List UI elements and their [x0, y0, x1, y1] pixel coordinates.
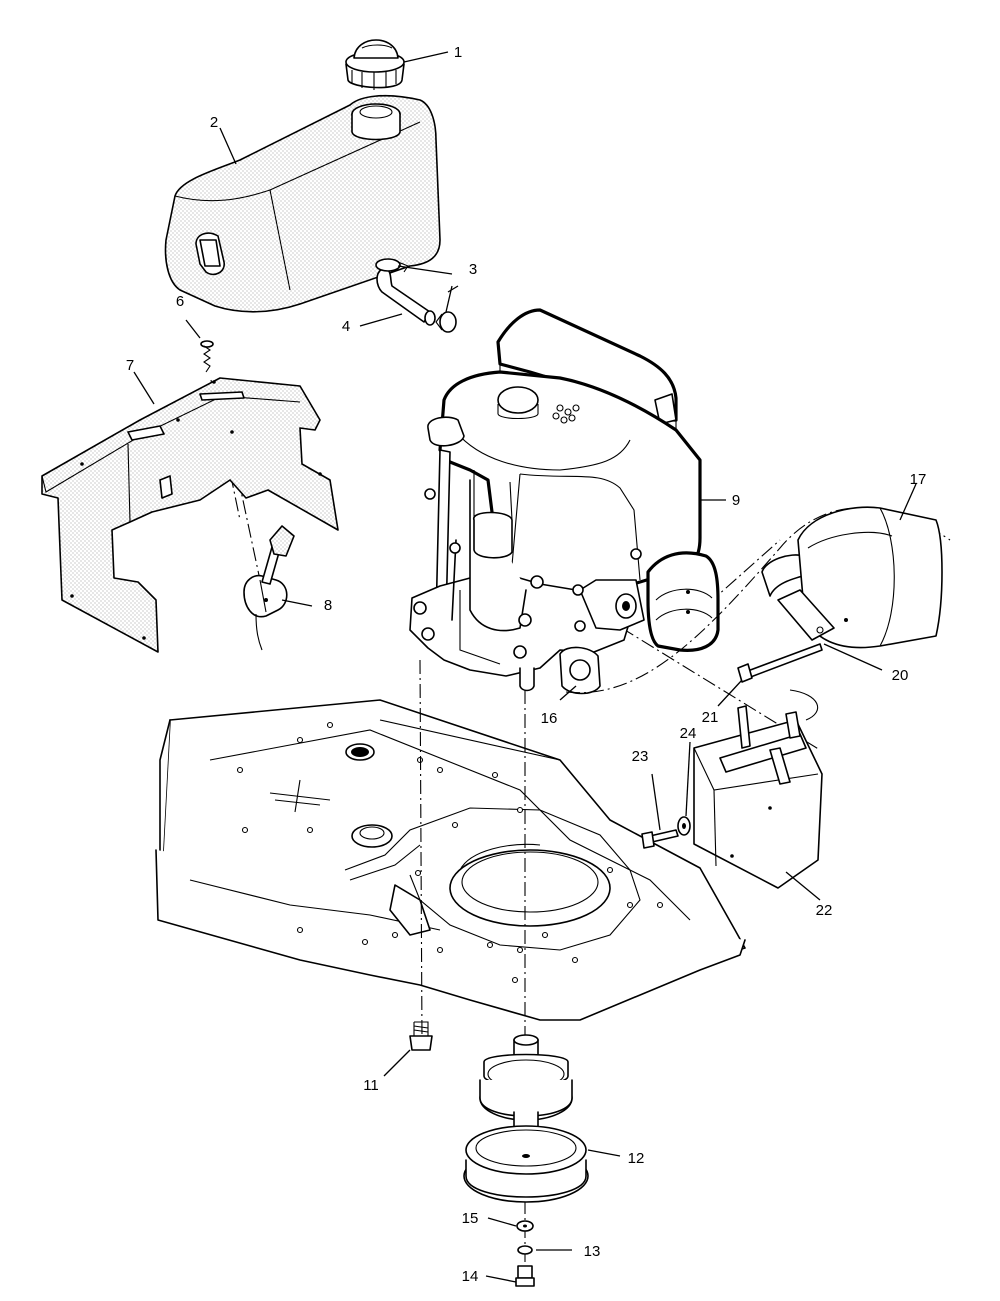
callout-6: 6 [176, 293, 184, 310]
muffler-detail-inset [565, 506, 951, 694]
engine-pulley-lower [463, 1111, 589, 1203]
hose-clamp-upper [375, 258, 409, 273]
muffler-bolt [737, 643, 823, 683]
callout-16: 16 [541, 710, 558, 727]
callout-leader-lines [133, 51, 917, 1283]
box-washer [677, 816, 691, 836]
callout-labels: 1 2 3 4 6 7 8 9 11 12 13 14 15 16 17 20 … [126, 44, 927, 1285]
fuel-cap [345, 39, 405, 90]
callout-17: 17 [910, 471, 927, 488]
callout-9: 9 [732, 492, 740, 509]
engine-assembly [409, 308, 720, 695]
callout-21: 21 [702, 709, 719, 726]
callout-8: 8 [324, 597, 332, 614]
lock-washer [517, 1245, 533, 1255]
engine-bolts [413, 488, 642, 659]
fuel-line-hose [376, 267, 436, 326]
callout-22: 22 [816, 902, 833, 919]
box-screw [641, 829, 679, 849]
callout-4: 4 [342, 318, 350, 335]
engine-cooling-vents [552, 404, 580, 424]
callout-24: 24 [680, 725, 697, 742]
callout-20: 20 [892, 667, 909, 684]
chassis-frame [155, 699, 746, 1021]
mounting-screw [200, 340, 214, 373]
callout-3: 3 [469, 261, 477, 278]
callout-12: 12 [628, 1150, 645, 1167]
engine-pulley-upper [479, 1034, 573, 1121]
dash-panel-bracket [41, 377, 339, 653]
callout-15: 15 [462, 1210, 479, 1227]
electrical-box [693, 689, 823, 889]
engine-mount-bolt [409, 1021, 433, 1051]
pulley-washer [516, 1220, 534, 1232]
callout-23: 23 [632, 748, 649, 765]
callout-13: 13 [584, 1243, 601, 1260]
fuel-tank [164, 94, 441, 313]
callout-1: 1 [454, 44, 462, 61]
pulley-bolt [515, 1265, 535, 1287]
callout-11: 11 [363, 1077, 379, 1094]
throttle-control-lever [243, 525, 295, 651]
callout-14: 14 [462, 1268, 479, 1285]
hose-clamp-lower [435, 311, 457, 333]
frame-mounting-holes [236, 721, 664, 984]
callout-7: 7 [126, 357, 134, 374]
callout-2: 2 [210, 114, 218, 131]
